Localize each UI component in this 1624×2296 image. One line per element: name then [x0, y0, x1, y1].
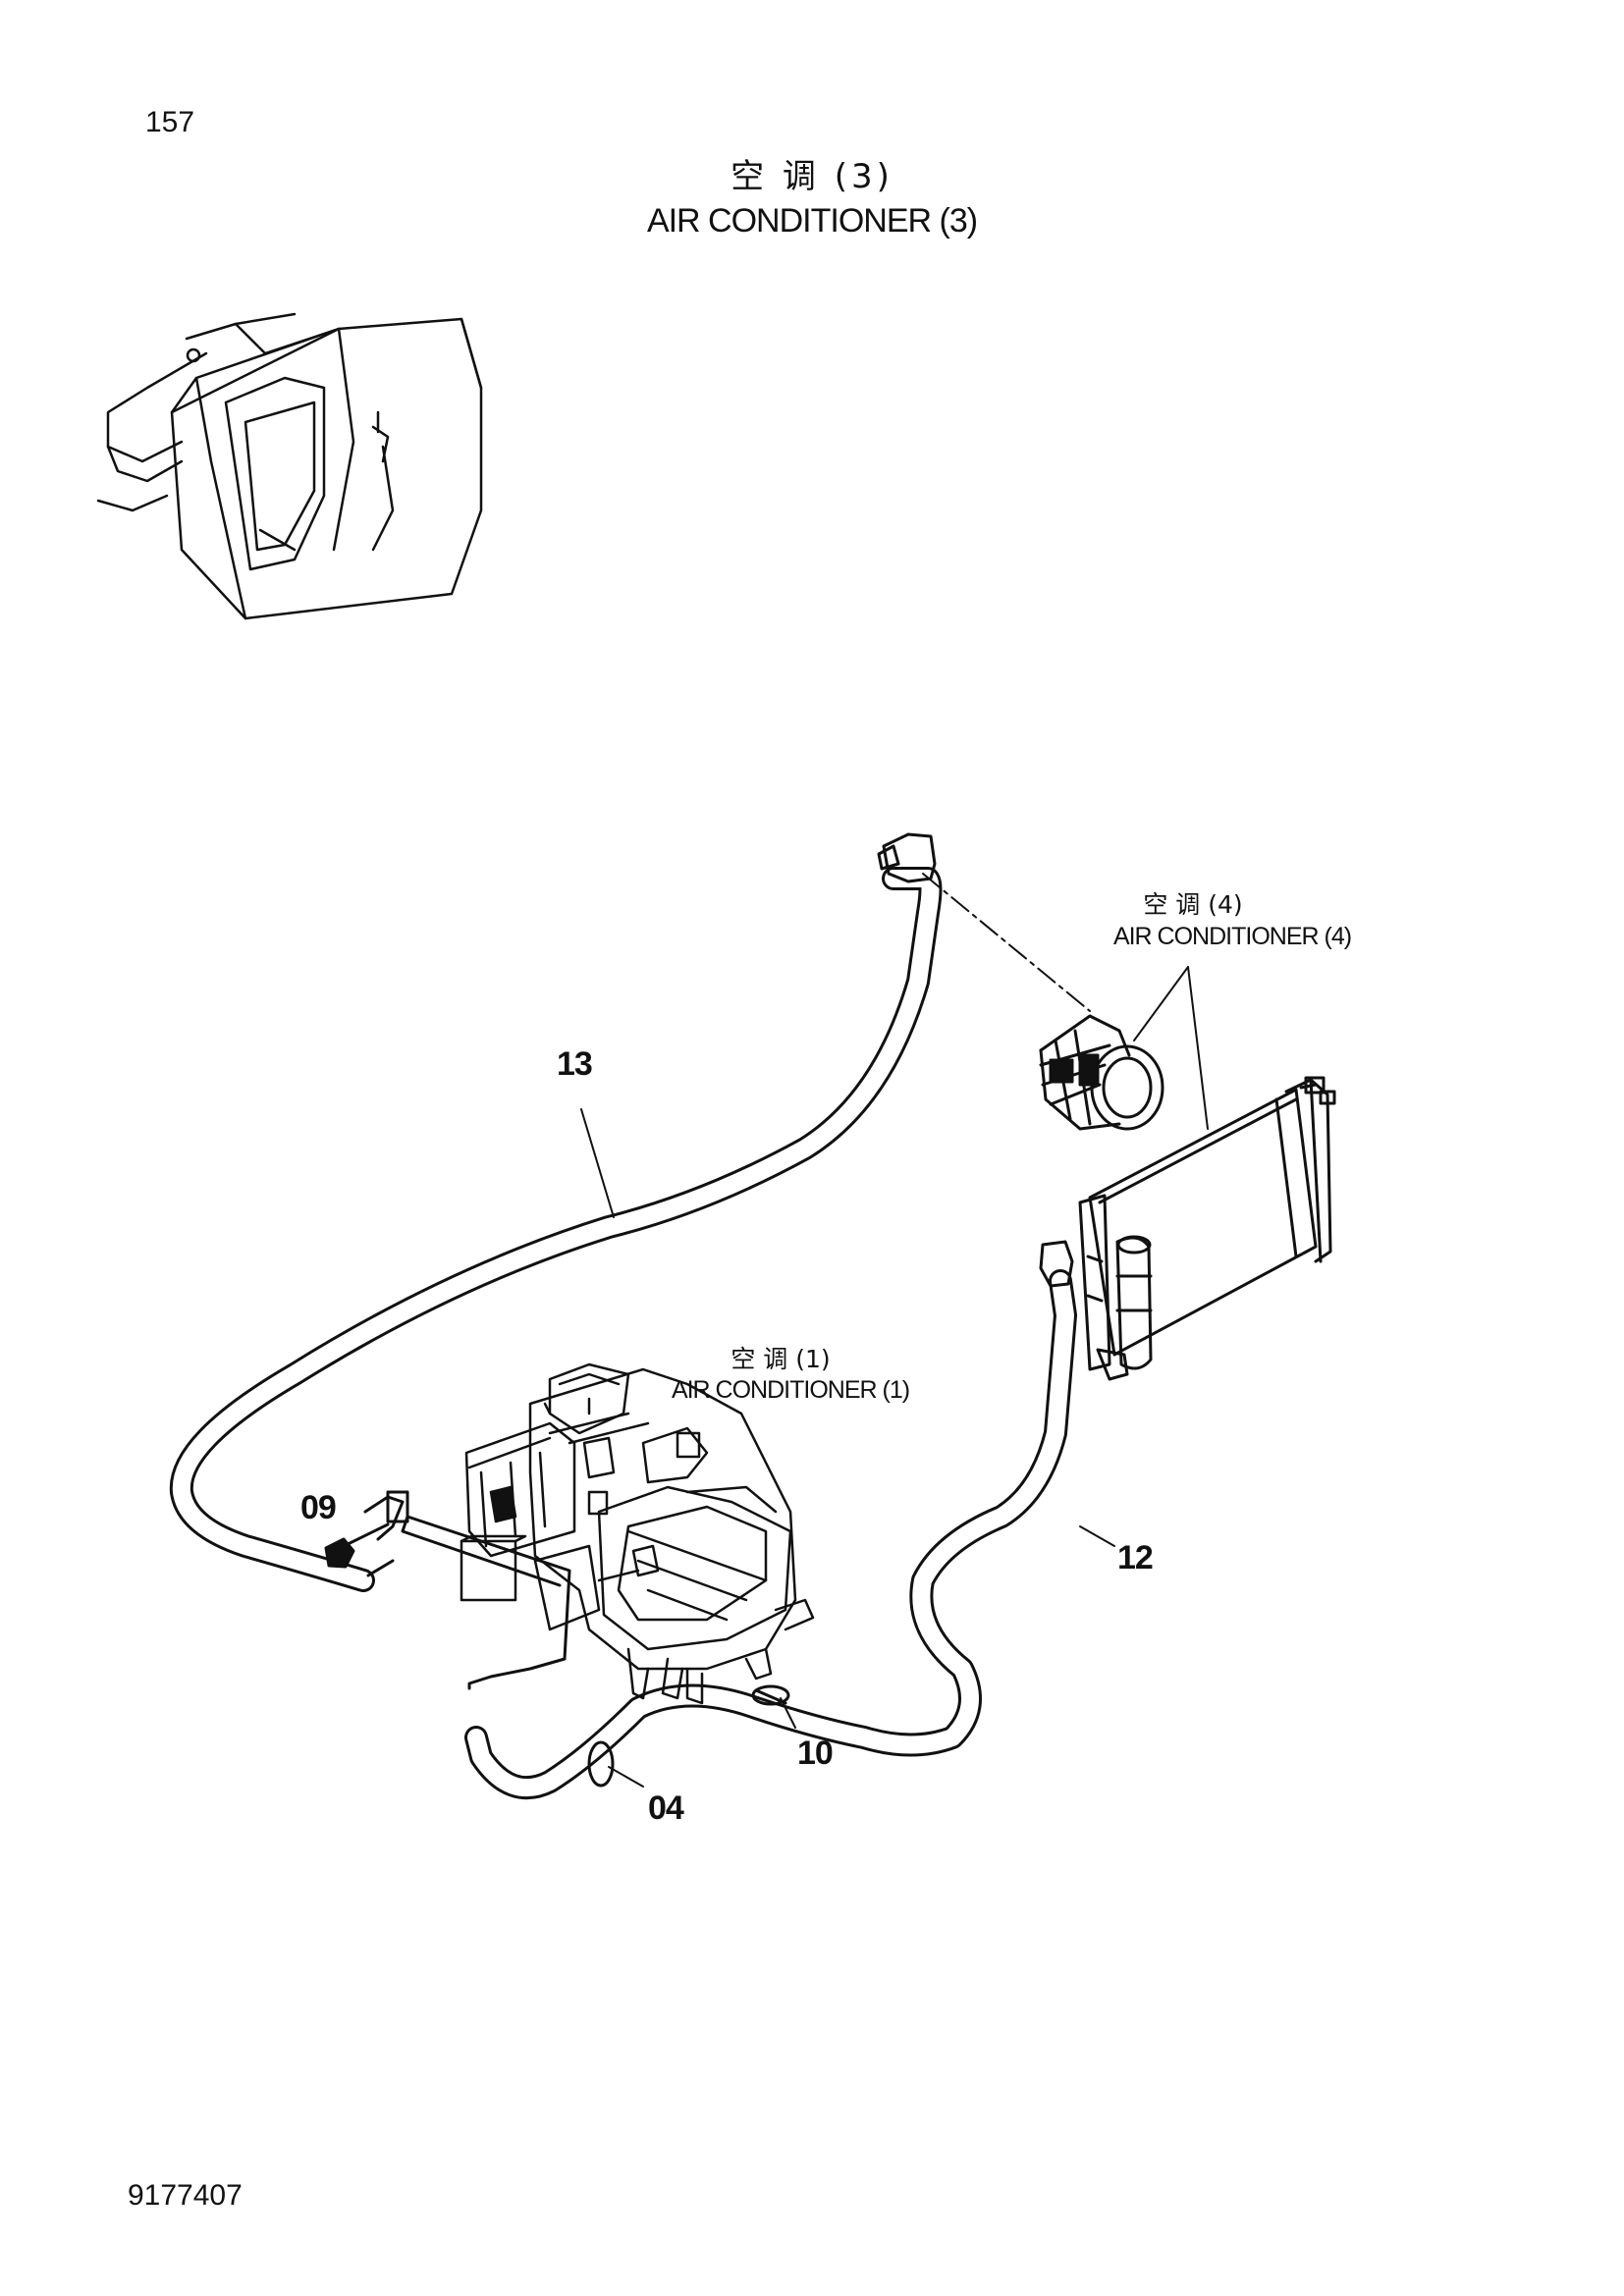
ref4-label-en: AIR CONDITIONER (4): [1112, 923, 1352, 950]
page-title-en: AIR CONDITIONER (3): [646, 202, 978, 240]
connection-dashed-line: [922, 873, 1091, 1012]
page-number: 157: [145, 106, 195, 138]
ref1-label-en: AIR CONDITIONER (1): [671, 1376, 910, 1404]
document-number: 9177407: [128, 2179, 243, 2212]
hose-13: [169, 867, 943, 1592]
air-conditioner-unit: [460, 1362, 815, 1705]
ref4-label-cn: 空 调 (4): [1143, 890, 1243, 919]
callout-13: 13: [557, 1045, 593, 1083]
callout-09: 09: [300, 1489, 337, 1526]
ref1-label-cn: 空 调 (1): [731, 1345, 831, 1373]
condenser-unit: [1078, 1076, 1336, 1381]
leader-12: [1079, 1525, 1115, 1547]
page-title-cn: 空 调 (3): [731, 157, 893, 196]
ref4-leaders: [1133, 966, 1209, 1130]
callout-10: 10: [797, 1735, 834, 1772]
callout-04: 04: [648, 1789, 684, 1827]
excavator-overview: [96, 312, 483, 620]
callout-12: 12: [1117, 1539, 1154, 1576]
leader-13: [580, 1108, 615, 1218]
hose-12-fitting: [1039, 1240, 1074, 1288]
clamp-09: [324, 1490, 409, 1577]
hose-13-fitting: [877, 832, 937, 883]
compressor-unit: [1039, 1014, 1164, 1131]
clamp-10: [751, 1684, 790, 1706]
bracket-plate: [401, 1515, 571, 1690]
leader-04: [608, 1766, 644, 1788]
clamp-04: [587, 1740, 615, 1788]
